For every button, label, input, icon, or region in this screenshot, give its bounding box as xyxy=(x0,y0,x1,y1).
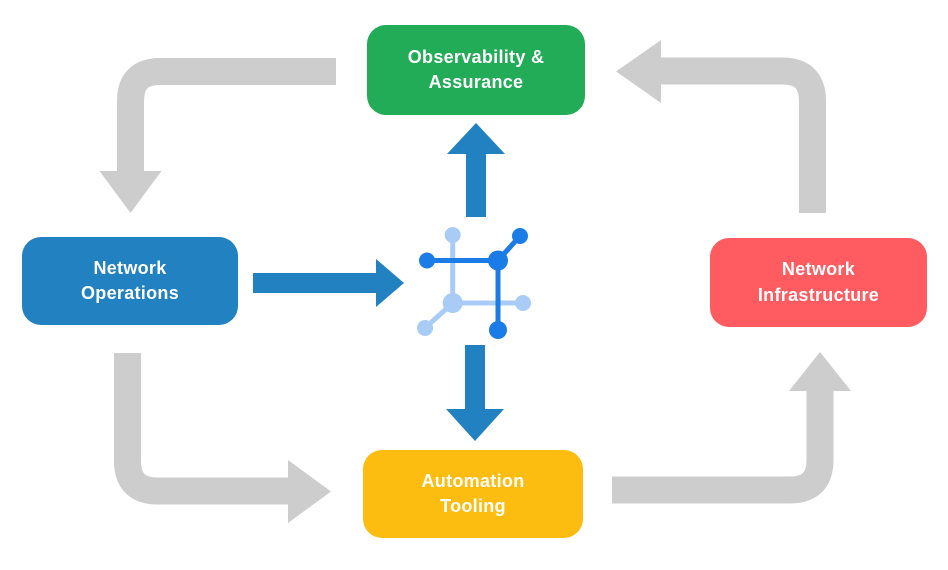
node-automation-tooling: Automation Tooling xyxy=(363,450,583,538)
arrow-operations-to-center xyxy=(253,259,404,307)
arrow-head xyxy=(789,352,851,391)
arrow-center-to-observability xyxy=(447,123,505,217)
arrow-head xyxy=(99,171,162,213)
arrow-observability-to-operations xyxy=(99,58,336,213)
node-label: Observability & Assurance xyxy=(407,46,545,92)
node-label: Network Operations xyxy=(80,257,180,303)
arrow-head xyxy=(447,123,505,154)
arrow-infrastructure-to-observability xyxy=(616,40,826,213)
node-network-operations: Network Operations xyxy=(22,237,238,325)
icon-dot-right xyxy=(515,295,531,311)
arrow-center-to-tooling xyxy=(446,345,504,441)
arrow-shaft xyxy=(612,390,834,504)
icon-dot-bottom-left xyxy=(417,320,433,336)
icon-dot-left xyxy=(419,252,435,269)
arrow-head xyxy=(616,40,661,103)
network-fabric-icon xyxy=(417,227,531,339)
arrow-head xyxy=(446,409,504,441)
node-observability-assurance: Observability & Assurance xyxy=(367,25,585,115)
node-network-infrastructure: Network Infrastructure xyxy=(710,238,927,327)
arrow-shaft xyxy=(117,58,336,173)
node-label: Network Infrastructure xyxy=(757,259,880,305)
arrow-head xyxy=(376,259,404,307)
icon-dot-top xyxy=(444,227,461,243)
node-label: Automation Tooling xyxy=(421,470,525,516)
icon-node-bottom-left xyxy=(442,293,463,313)
arrow-operations-to-tooling xyxy=(114,353,331,523)
arrow-head xyxy=(288,460,331,523)
arrow-tooling-to-infrastructure xyxy=(612,352,851,504)
arrow-shaft xyxy=(660,57,826,213)
icon-dot-top-right xyxy=(512,228,528,244)
arrow-shaft xyxy=(114,353,289,505)
icon-dot-bottom xyxy=(489,321,507,339)
icon-node-top-right xyxy=(488,250,508,271)
